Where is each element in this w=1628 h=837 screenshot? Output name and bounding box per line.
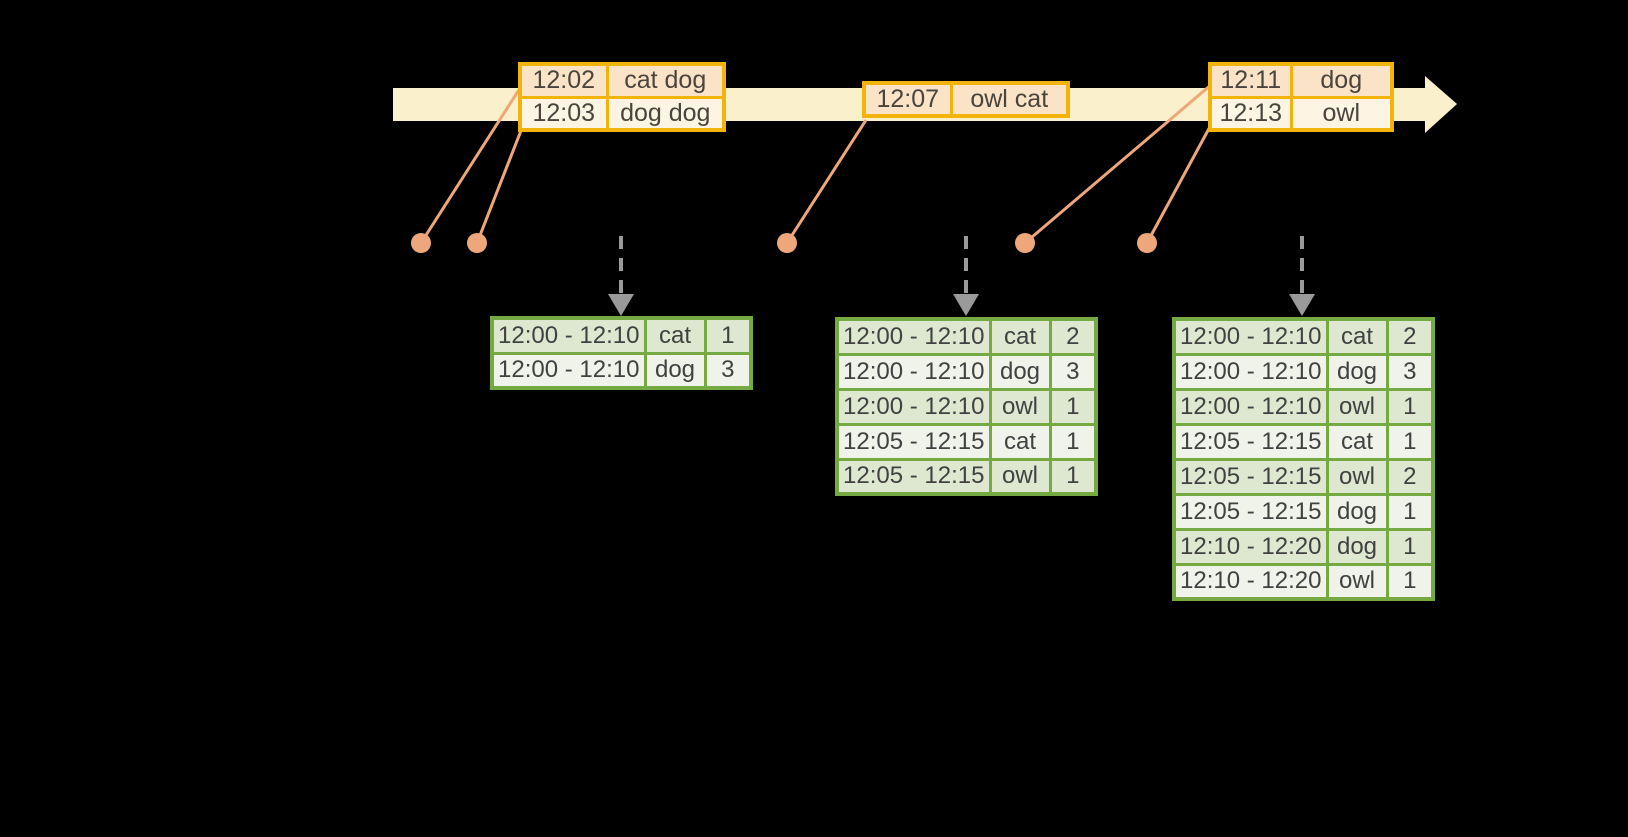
window-cell: 12:05 - 12:15 bbox=[835, 422, 992, 461]
result-table-3: 12:00 - 12:10 cat 2 12:00 - 12:10 dog 3 … bbox=[1172, 317, 1435, 601]
table-row: 12:00 - 12:10 dog 3 bbox=[490, 351, 753, 390]
window-cell: 12:00 - 12:10 bbox=[1172, 387, 1329, 426]
result-table-2: 12:00 - 12:10 cat 2 12:00 - 12:10 dog 3 … bbox=[835, 317, 1098, 496]
trigger-arrowheads bbox=[608, 294, 1315, 316]
word-cell: owl bbox=[988, 457, 1052, 496]
count-cell: 1 bbox=[1048, 457, 1098, 496]
word-cell: dog bbox=[988, 352, 1052, 391]
window-cell: 12:00 - 12:10 bbox=[835, 387, 992, 426]
word-cell: owl bbox=[1325, 457, 1389, 496]
word-cell: dog bbox=[643, 351, 707, 390]
trigger-arrowhead-icon-3 bbox=[1289, 294, 1315, 316]
count-cell: 1 bbox=[1048, 422, 1098, 461]
table-row: 12:00 - 12:10 cat 2 bbox=[1172, 317, 1435, 356]
event-dot-12-03 bbox=[467, 233, 487, 253]
word-cell: owl bbox=[1325, 562, 1389, 601]
event-row: 12:11 dog bbox=[1208, 62, 1394, 99]
event-leader-lines bbox=[419, 82, 1214, 245]
event-row: 12:03 dog dog bbox=[518, 95, 726, 132]
event-time-cell: 12:11 bbox=[1208, 62, 1293, 99]
event-dots bbox=[411, 233, 1157, 253]
window-cell: 12:05 - 12:15 bbox=[1172, 422, 1329, 461]
event-words-cell: owl cat bbox=[949, 81, 1070, 118]
word-cell: cat bbox=[643, 316, 707, 355]
event-dot-12-02 bbox=[411, 233, 431, 253]
event-time-cell: 12:02 bbox=[518, 62, 609, 99]
window-cell: 12:05 - 12:15 bbox=[835, 457, 992, 496]
table-row: 12:00 - 12:10 cat 2 bbox=[835, 317, 1098, 356]
table-row: 12:00 - 12:10 owl 1 bbox=[835, 387, 1098, 426]
trigger-arrows bbox=[619, 236, 1304, 296]
word-cell: owl bbox=[1325, 387, 1389, 426]
table-row: 12:00 - 12:10 owl 1 bbox=[1172, 387, 1435, 426]
count-cell: 1 bbox=[1385, 562, 1435, 601]
window-cell: 12:05 - 12:15 bbox=[1172, 492, 1329, 531]
table-row: 12:10 - 12:20 dog 1 bbox=[1172, 527, 1435, 566]
leader-line-12-13 bbox=[1145, 122, 1214, 244]
table-row: 12:05 - 12:15 owl 1 bbox=[835, 457, 1098, 496]
window-cell: 12:00 - 12:10 bbox=[835, 317, 992, 356]
event-words-cell: owl bbox=[1289, 95, 1394, 132]
count-cell: 1 bbox=[1385, 422, 1435, 461]
word-cell: cat bbox=[1325, 422, 1389, 461]
event-row: 12:02 cat dog bbox=[518, 62, 726, 99]
count-cell: 1 bbox=[1385, 527, 1435, 566]
table-row: 12:10 - 12:20 owl 1 bbox=[1172, 562, 1435, 601]
table-row: 12:00 - 12:10 dog 3 bbox=[1172, 352, 1435, 391]
event-dot-12-13 bbox=[1137, 233, 1157, 253]
leader-line-12-11 bbox=[1024, 82, 1213, 245]
result-table-1: 12:00 - 12:10 cat 1 12:00 - 12:10 dog 3 bbox=[490, 316, 753, 390]
table-row: 12:05 - 12:15 cat 1 bbox=[1172, 422, 1435, 461]
event-table-3: 12:11 dog 12:13 owl bbox=[1208, 62, 1394, 132]
window-cell: 12:10 - 12:20 bbox=[1172, 562, 1329, 601]
count-cell: 2 bbox=[1385, 457, 1435, 496]
leader-line-12-07 bbox=[785, 119, 868, 244]
leader-line-12-02 bbox=[419, 84, 524, 244]
window-cell: 12:00 - 12:10 bbox=[1172, 317, 1329, 356]
window-cell: 12:00 - 12:10 bbox=[835, 352, 992, 391]
trigger-arrowhead-icon-1 bbox=[608, 294, 634, 316]
word-cell: cat bbox=[988, 317, 1052, 356]
count-cell: 1 bbox=[1048, 387, 1098, 426]
word-cell: cat bbox=[988, 422, 1052, 461]
count-cell: 1 bbox=[703, 316, 753, 355]
event-row: 12:07 owl cat bbox=[862, 81, 1070, 118]
window-cell: 12:10 - 12:20 bbox=[1172, 527, 1329, 566]
count-cell: 1 bbox=[1385, 387, 1435, 426]
trigger-arrowhead-icon-2 bbox=[953, 294, 979, 316]
window-cell: 12:00 - 12:10 bbox=[490, 351, 647, 390]
event-words-cell: dog bbox=[1289, 62, 1394, 99]
event-time-cell: 12:03 bbox=[518, 95, 609, 132]
window-cell: 12:00 - 12:10 bbox=[1172, 352, 1329, 391]
word-cell: dog bbox=[1325, 352, 1389, 391]
table-row: 12:05 - 12:15 owl 2 bbox=[1172, 457, 1435, 496]
event-time-cell: 12:07 bbox=[862, 81, 953, 118]
count-cell: 2 bbox=[1385, 317, 1435, 356]
event-words-cell: dog dog bbox=[605, 95, 726, 132]
count-cell: 2 bbox=[1048, 317, 1098, 356]
table-row: 12:00 - 12:10 dog 3 bbox=[835, 352, 1098, 391]
word-cell: dog bbox=[1325, 527, 1389, 566]
event-time-cell: 12:13 bbox=[1208, 95, 1293, 132]
timeline-arrowhead-icon bbox=[1425, 76, 1457, 133]
event-dot-12-07 bbox=[777, 233, 797, 253]
count-cell: 3 bbox=[1048, 352, 1098, 391]
table-row: 12:00 - 12:10 cat 1 bbox=[490, 316, 753, 355]
count-cell: 3 bbox=[703, 351, 753, 390]
leader-line-12-03 bbox=[475, 122, 526, 244]
count-cell: 3 bbox=[1385, 352, 1435, 391]
event-table-1: 12:02 cat dog 12:03 dog dog bbox=[518, 62, 726, 132]
word-cell: cat bbox=[1325, 317, 1389, 356]
table-row: 12:05 - 12:15 dog 1 bbox=[1172, 492, 1435, 531]
count-cell: 1 bbox=[1385, 492, 1435, 531]
word-cell: dog bbox=[1325, 492, 1389, 531]
window-cell: 12:05 - 12:15 bbox=[1172, 457, 1329, 496]
event-row: 12:13 owl bbox=[1208, 95, 1394, 132]
word-cell: owl bbox=[988, 387, 1052, 426]
table-row: 12:05 - 12:15 cat 1 bbox=[835, 422, 1098, 461]
event-table-2: 12:07 owl cat bbox=[862, 81, 1070, 118]
event-dot-12-11 bbox=[1015, 233, 1035, 253]
window-cell: 12:00 - 12:10 bbox=[490, 316, 647, 355]
event-words-cell: cat dog bbox=[605, 62, 726, 99]
